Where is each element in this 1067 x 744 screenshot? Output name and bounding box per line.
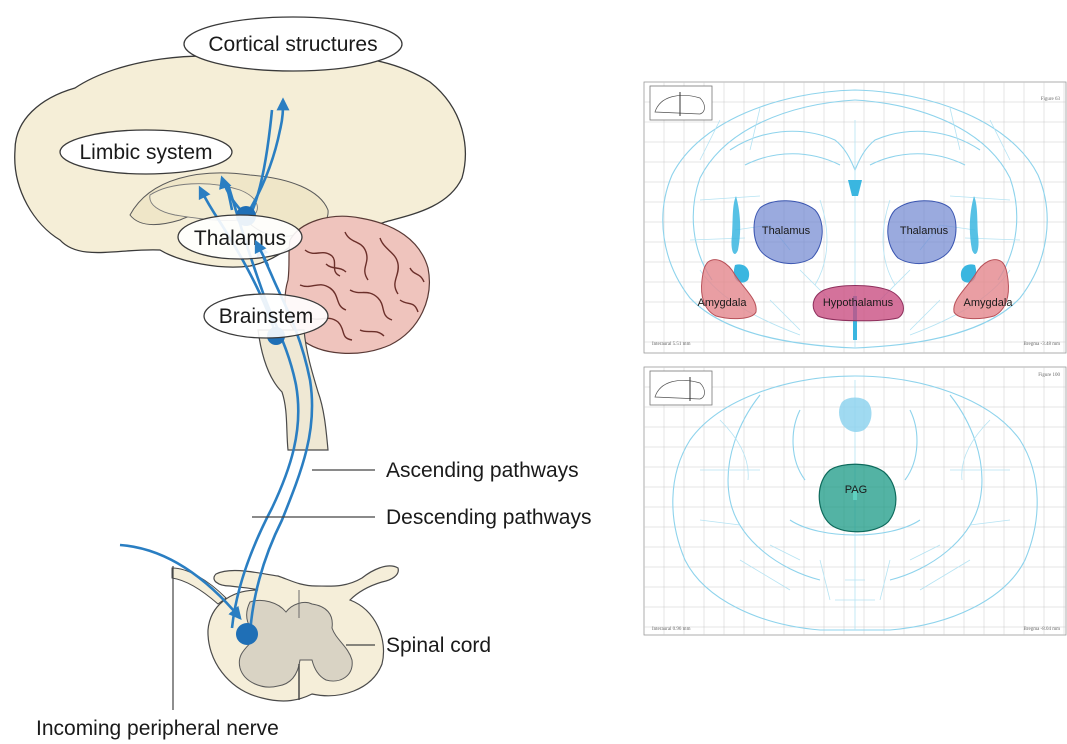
spinal-node — [236, 623, 258, 645]
atlas-top-thalamus-left: Thalamus — [762, 225, 811, 237]
atlas-top-thalamus-right: Thalamus — [900, 225, 949, 237]
atlas-bottom-bregma: Bregma -8.04 mm — [1023, 627, 1060, 632]
atlas-top-panel: Thalamus Thalamus Amygdala Amygdala Hypo… — [644, 82, 1066, 353]
atlas-bottom-pag: PAG — [845, 484, 867, 496]
cortical-label: Cortical structures — [208, 33, 377, 56]
atlas-top-amygdala-right: Amygdala — [964, 297, 1014, 309]
thalamus-label: Thalamus — [194, 227, 286, 250]
atlas-top-figure-label: Figure 63 — [1041, 97, 1061, 102]
atlas-top-bregma: Bregma -3.48 mm — [1023, 342, 1060, 347]
pag-region — [819, 464, 896, 532]
brainstem-label: Brainstem — [219, 305, 314, 328]
atlas-bottom-figure-label: Figure 100 — [1038, 373, 1060, 378]
ascending-pathways-label: Ascending pathways — [386, 459, 579, 482]
descending-pathways-label: Descending pathways — [386, 506, 591, 529]
spinal-cord-label: Spinal cord — [386, 634, 491, 657]
limbic-label: Limbic system — [79, 141, 212, 164]
brain-diagram: Cortical structures Limbic system Thalam… — [15, 17, 592, 740]
atlas-bottom-panel: PAG Figure 100 Interaural 0.96 mm Bregma… — [644, 367, 1066, 635]
atlas-bottom-interaural: Interaural 0.96 mm — [652, 627, 691, 632]
peripheral-nerve-label: Incoming peripheral nerve — [36, 717, 279, 740]
atlas-top-amygdala-left: Amygdala — [698, 297, 748, 309]
atlas-top-interaural: Interaural 5.51 mm — [652, 342, 691, 347]
atlas-top-hypothalamus: Hypothalamus — [823, 297, 894, 309]
